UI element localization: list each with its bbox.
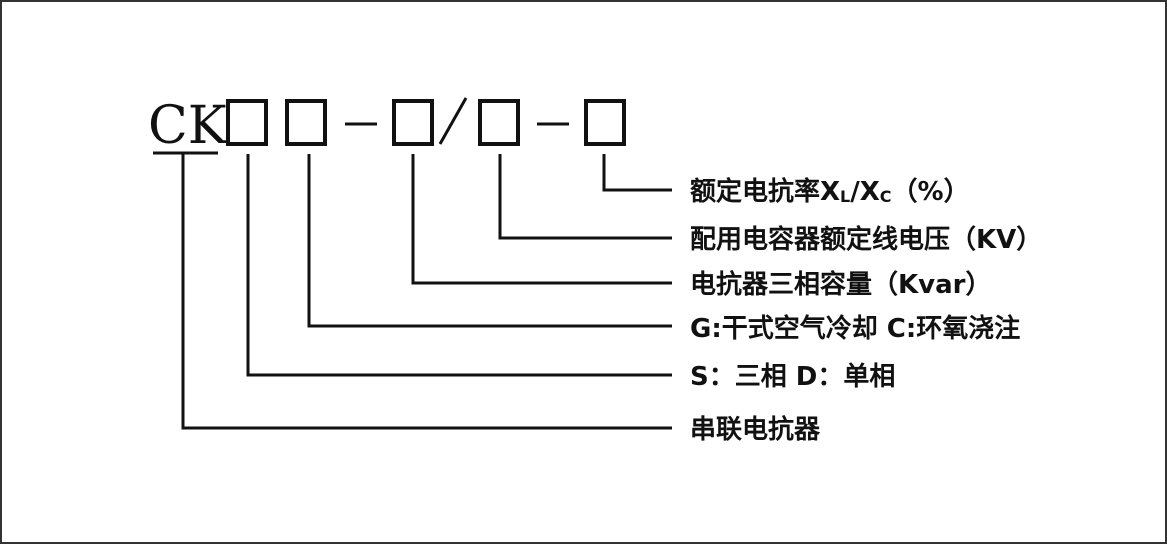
label-cooling: G:干式空气冷却 C:环氧浇注 (690, 313, 1020, 344)
leader-rate (602, 154, 672, 192)
label-capacity: 电抗器三相容量（Kvar） (690, 269, 991, 300)
label-phase: S：三相 D：单相 (690, 362, 895, 392)
label-type: 串联电抗器 (690, 414, 821, 445)
slash-separator (438, 97, 468, 145)
leader-type (181, 154, 672, 430)
placeholder-box-5 (584, 99, 626, 146)
placeholder-box-4 (478, 99, 520, 146)
label-rate: 额定电抗率XL/XC（%） (690, 176, 970, 207)
leader-phase (246, 154, 672, 377)
code-prefix: CK (148, 96, 228, 156)
leader-voltage (498, 154, 672, 240)
leader-cooling (307, 154, 672, 328)
placeholder-box-2 (285, 99, 327, 146)
placeholder-box-3 (392, 99, 434, 146)
leader-capacity (411, 154, 672, 285)
label-voltage: 配用电容器额定线电压（KV） (690, 224, 1042, 255)
placeholder-box-1 (226, 99, 268, 146)
